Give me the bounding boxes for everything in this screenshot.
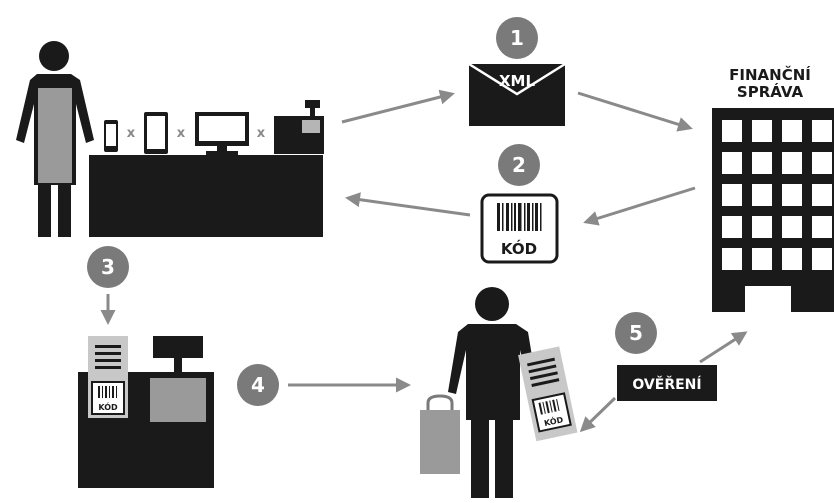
verification-badge: OVĚŘENÍ [617,365,717,401]
code-badge: KÓD [480,193,559,264]
step-1-badge: 1 [496,17,538,59]
barcode-icon [497,203,542,231]
building-window [722,152,742,174]
building-window [782,216,802,238]
building-window [752,248,772,270]
building-window [752,152,772,174]
arrow-code-to-merchant [345,192,471,217]
cash-register-icon [274,100,324,154]
merchant-figure [16,41,94,237]
customer-receipt: KÓD [518,346,578,442]
times-sign-1: x [127,126,136,141]
monitor-icon [195,112,249,155]
times-sign-2: x [177,126,186,141]
flow-arrows [100,89,748,433]
customer-register: KÓD [78,336,214,488]
step-1-number: 1 [510,26,524,50]
phone-icon [104,120,118,152]
xml-label: XML [499,72,535,90]
building-window [752,184,772,206]
receipt-code-label: KÓD [98,401,118,412]
step-2-badge: 2 [498,144,540,186]
building-window [782,120,802,142]
authority-title-line2: SPRÁVA [737,82,804,101]
step-4-badge: 4 [237,364,279,406]
building-window [812,120,832,142]
arrow-verification-to-authority [699,331,748,364]
printed-receipt: KÓD [88,336,128,418]
xml-envelope: XML [468,62,566,126]
building-window [812,152,832,174]
times-sign-3: x [257,126,266,141]
shopping-bag-icon [420,394,460,474]
building-window [722,120,742,142]
building-window [812,216,832,238]
verification-label: OVĚŘENÍ [632,376,701,393]
building-window [722,248,742,270]
building-window [782,248,802,270]
building-window [752,216,772,238]
code-label: KÓD [501,239,537,258]
building-window [722,216,742,238]
arrow-authority-to-code [583,186,696,226]
building-windows [722,120,832,270]
authority-building-icon [712,108,834,312]
step-3-badge: 3 [87,246,129,288]
building-window [812,248,832,270]
arrow-verification-to-receipt [579,396,617,433]
step-2-number: 2 [512,153,526,177]
building-window [752,120,772,142]
authority-title-line1: FINANČNÍ [729,65,811,84]
building-window [812,184,832,206]
arrow-merchant-to-xml [341,89,455,124]
counter [89,155,323,237]
step-5-number: 5 [629,321,643,345]
arrow-xml-to-authority [577,91,693,132]
step-4-number: 4 [251,373,265,397]
step-5-badge: 5 [615,312,657,354]
customer-figure [448,287,538,498]
building-window [782,184,802,206]
tablet-icon [144,112,168,154]
step-3-number: 3 [101,255,115,279]
building-window [722,184,742,206]
building-window [782,152,802,174]
